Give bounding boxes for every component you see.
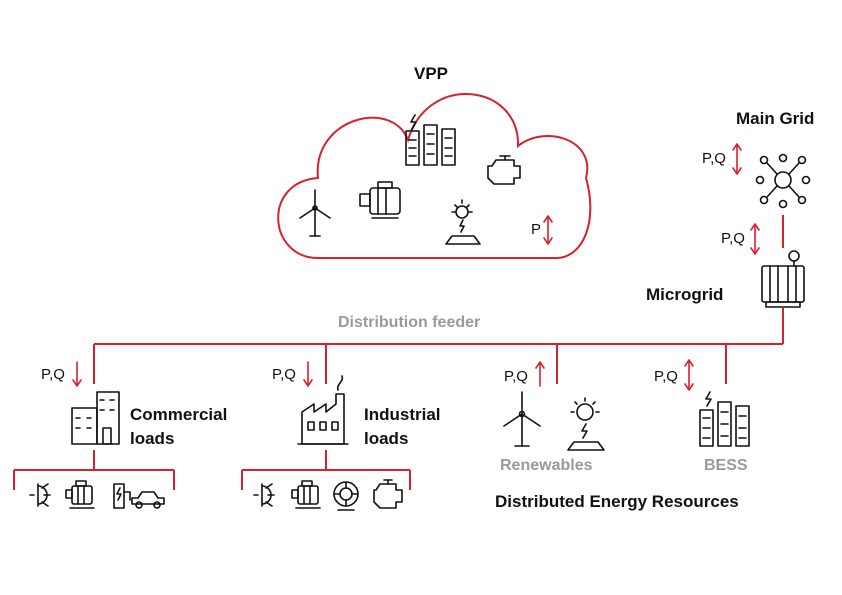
transformer-icon xyxy=(761,250,805,308)
pump-icon xyxy=(333,481,359,511)
renewables-solar-icon xyxy=(567,397,605,451)
flow-arrows xyxy=(72,143,760,391)
microgrid-label: Microgrid xyxy=(646,285,724,304)
wind-turbine-icon xyxy=(299,189,331,237)
motor-icon xyxy=(359,181,401,219)
commercial-flow-label: P,Q xyxy=(41,366,65,383)
bess-bidirectional-arrow-icon xyxy=(684,359,694,391)
car-icon xyxy=(131,491,165,509)
engine-icon xyxy=(487,155,521,185)
main-grid-icon xyxy=(755,153,811,209)
motor-icon xyxy=(291,480,321,509)
commercial-down-arrow-icon xyxy=(72,361,82,387)
bess-label: BESS xyxy=(704,457,748,474)
lighting-icon xyxy=(253,483,275,507)
commercial-building-icon xyxy=(71,391,120,445)
main-grid-bidirectional-arrow-icon xyxy=(732,143,742,175)
vpp-flow-label: P xyxy=(531,221,542,238)
microgrid-flow-label: P,Q xyxy=(721,230,745,247)
vpp-bidirectional-arrow-icon xyxy=(543,215,553,245)
renewables-wind-turbine-icon xyxy=(503,391,541,447)
engine-icon xyxy=(373,479,403,509)
bess-battery-icon xyxy=(699,391,750,447)
microgrid-bidirectional-arrow-icon xyxy=(750,223,760,255)
industrial-loads-label-line2: loads xyxy=(364,429,409,448)
battery-bank-icon xyxy=(405,114,456,166)
lighting-icon xyxy=(29,483,51,507)
industrial-loads-label-line1: Industrial xyxy=(364,405,441,424)
renewables-up-arrow-icon xyxy=(535,361,545,387)
industrial-down-arrow-icon xyxy=(303,361,313,387)
renewables-label: Renewables xyxy=(500,457,593,474)
distribution-feeder-label: Distribution feeder xyxy=(338,314,481,331)
solar-panel-icon xyxy=(445,199,481,245)
der-label: Distributed Energy Resources xyxy=(495,492,739,511)
motor-icon xyxy=(65,480,95,509)
main-grid-flow-label: P,Q xyxy=(702,150,726,167)
vpp-title: VPP xyxy=(414,64,449,83)
feeder-lines xyxy=(13,215,784,490)
industrial-flow-label: P,Q xyxy=(272,366,296,383)
commercial-loads-label-line2: loads xyxy=(130,429,175,448)
bess-flow-label: P,Q xyxy=(654,368,678,385)
commercial-loads-label-line1: Commercial xyxy=(130,405,228,424)
ev-charger-icon xyxy=(113,483,131,509)
vpp-cloud xyxy=(277,93,592,259)
main-grid-label: Main Grid xyxy=(736,109,815,128)
renewables-flow-label: P,Q xyxy=(504,368,528,385)
factory-icon xyxy=(297,375,349,445)
